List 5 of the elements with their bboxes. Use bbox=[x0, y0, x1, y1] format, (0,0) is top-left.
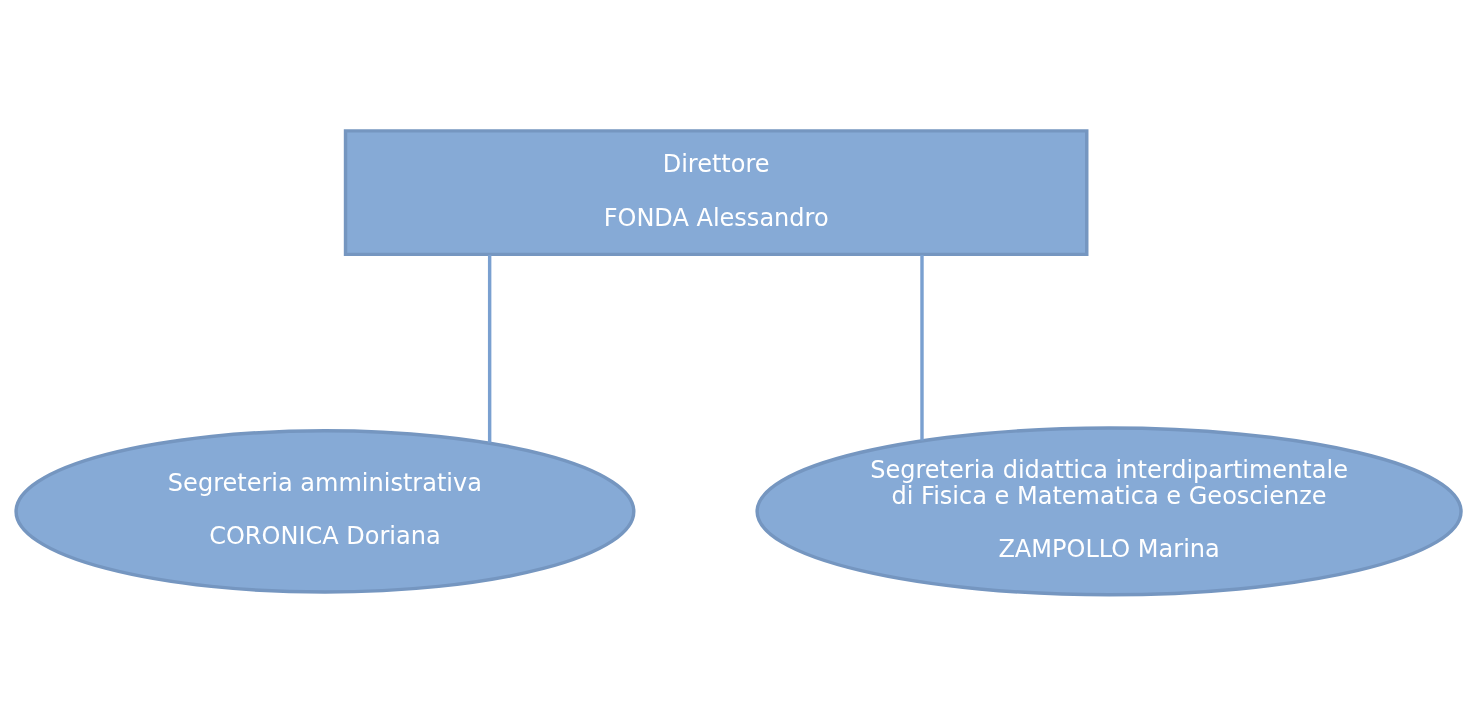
connector bbox=[920, 254, 924, 440]
node-ellipse: Segreteria amministrativa CORONICA Doriana bbox=[14, 428, 636, 594]
node-ellipse: Segreteria didattica interdipartimentale di Fisica e Matematica e Geoscienze ZAMPOLLO Marina bbox=[755, 425, 1463, 596]
node-box: Direttore FONDA Alessandro bbox=[343, 128, 1089, 256]
connector bbox=[487, 254, 492, 443]
